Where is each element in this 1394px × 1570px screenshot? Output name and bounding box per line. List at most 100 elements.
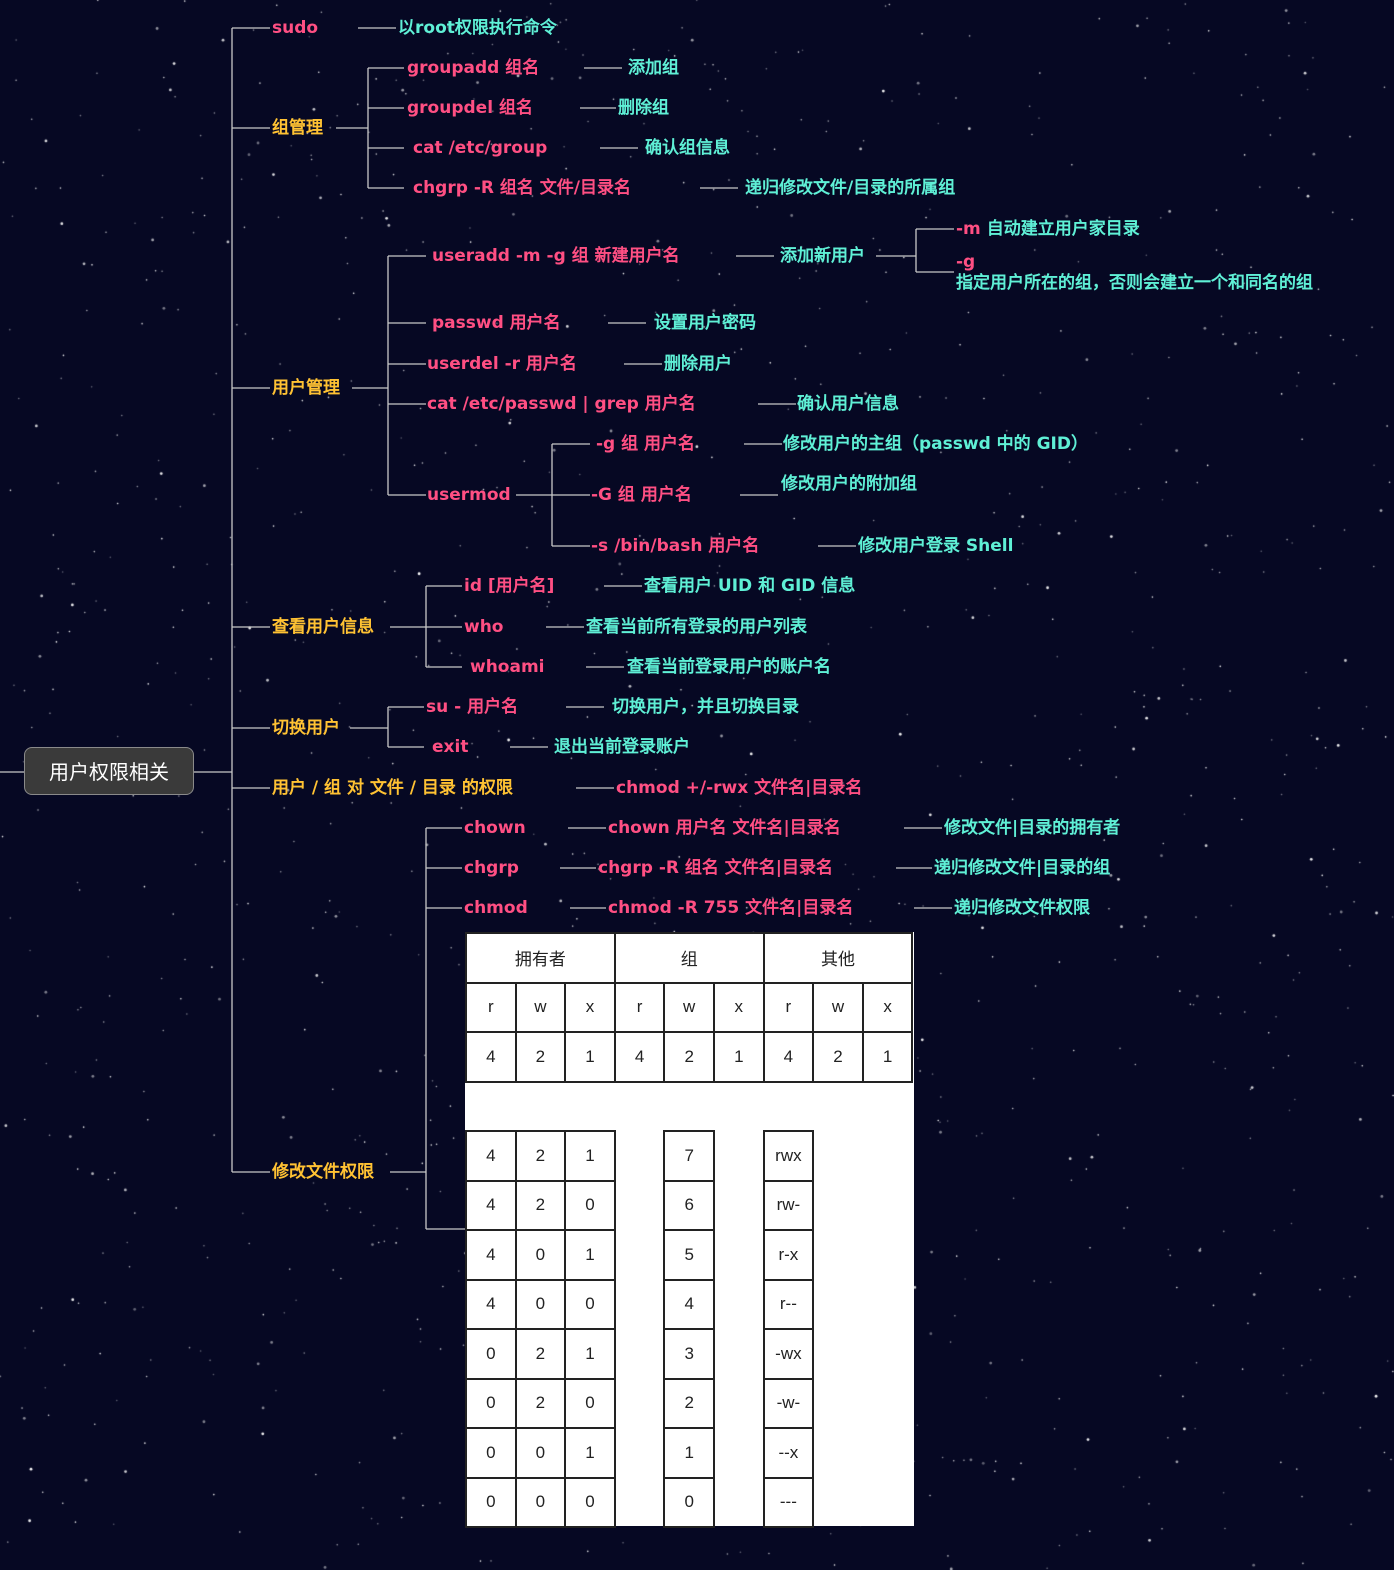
table-rwx-cell: r <box>613 981 666 1034</box>
opt-m-flag: -m <box>956 219 981 239</box>
table-weight-cell: 2 <box>663 1031 715 1083</box>
node-sudo[interactable]: sudo <box>272 18 319 38</box>
table-rwx-cell: w <box>812 981 864 1034</box>
node-chmod-rwx[interactable]: chmod +/-rwx 文件名|目录名 <box>616 778 863 798</box>
node-passwd[interactable]: passwd 用户名 <box>432 313 561 333</box>
node-groupdel[interactable]: groupdel 组名 <box>407 98 533 118</box>
node-usermod-s-desc: 修改用户登录 Shell <box>858 536 1014 556</box>
node-usermod-g[interactable]: -g 组 用户名 <box>596 434 696 454</box>
table-digit-cell: 4 <box>663 1278 715 1330</box>
table-bit-cell: 0 <box>514 1229 567 1281</box>
node-modify-permissions[interactable]: 修改文件权限 <box>272 1162 374 1182</box>
node-switch-user[interactable]: 切换用户 <box>272 718 340 738</box>
table-bit-cell: 2 <box>514 1377 567 1429</box>
table-bit-cell: 0 <box>514 1427 567 1479</box>
node-groupdel-desc: 删除组 <box>618 98 669 118</box>
node-chgrp[interactable]: chgrp <box>464 858 519 878</box>
node-exit[interactable]: exit <box>432 737 469 757</box>
table-weight-cell: 4 <box>762 1031 815 1083</box>
node-chown-desc: 修改文件|目录的拥有者 <box>944 818 1121 838</box>
table-bit-cell: 2 <box>514 1328 567 1380</box>
table-bit-cell: 4 <box>465 1278 517 1330</box>
node-opt-g-desc: 指定用户所在的组，否则会建立一个和同名的组 <box>956 273 1313 293</box>
table-bit-cell: 2 <box>514 1179 567 1231</box>
node-chgrp-recursive-desc: 递归修改文件/目录的所属组 <box>745 178 956 198</box>
table-mode-cell: -w- <box>762 1377 815 1429</box>
root-node[interactable]: 用户权限相关 <box>24 747 194 795</box>
table-bit-cell: 0 <box>465 1427 517 1479</box>
table-mode-cell: rw- <box>762 1179 815 1231</box>
node-user-management[interactable]: 用户管理 <box>272 378 340 398</box>
table-header-cell: 组 <box>613 932 765 984</box>
table-bit-cell: 0 <box>564 1476 616 1528</box>
node-cat-group[interactable]: cat /etc/group <box>413 138 548 158</box>
node-chmod-cmd[interactable]: chmod -R 755 文件名|目录名 <box>608 898 854 918</box>
node-chmod[interactable]: chmod <box>464 898 528 918</box>
table-bit-cell: 4 <box>465 1130 517 1182</box>
table-bit-cell: 1 <box>564 1427 616 1479</box>
node-view-user-info[interactable]: 查看用户信息 <box>272 617 374 637</box>
node-su-desc: 切换用户，并且切换目录 <box>612 697 799 717</box>
table-weight-cell: 4 <box>465 1031 517 1083</box>
node-group-management[interactable]: 组管理 <box>272 118 323 138</box>
node-who[interactable]: who <box>464 617 504 637</box>
node-usermod[interactable]: usermod <box>427 485 511 505</box>
node-chown-cmd[interactable]: chown 用户名 文件名|目录名 <box>608 818 841 838</box>
node-cat-passwd[interactable]: cat /etc/passwd | grep 用户名 <box>427 394 696 414</box>
table-digit-cell: 6 <box>663 1179 715 1231</box>
table-rwx-cell: w <box>663 981 715 1034</box>
table-weight-cell: 1 <box>713 1031 765 1083</box>
table-bit-cell: 4 <box>465 1229 517 1281</box>
node-userdel[interactable]: userdel -r 用户名 <box>427 354 577 374</box>
node-su[interactable]: su - 用户名 <box>426 697 519 717</box>
node-whoami[interactable]: whoami <box>470 657 545 677</box>
node-usermod-G-desc: 修改用户的附加组 <box>781 474 917 494</box>
node-usermod-s[interactable]: -s /bin/bash 用户名 <box>591 536 760 556</box>
table-rwx-cell: w <box>514 981 567 1034</box>
table-rwx-cell: r <box>465 981 517 1034</box>
node-chown[interactable]: chown <box>464 818 526 838</box>
table-header-cell: 拥有者 <box>465 932 616 984</box>
table-bit-cell: 4 <box>465 1179 517 1231</box>
node-usermod-g-desc: 修改用户的主组（passwd 中的 GID） <box>783 434 1088 454</box>
node-groupadd[interactable]: groupadd 组名 <box>407 58 540 78</box>
node-cat-passwd-desc: 确认用户信息 <box>797 394 899 414</box>
table-rwx-cell: x <box>861 981 914 1034</box>
table-bit-cell: 0 <box>564 1179 616 1231</box>
table-digit-cell: 1 <box>663 1427 715 1479</box>
table-digit-cell: 2 <box>663 1377 715 1429</box>
node-opt-g: -g <box>956 252 976 272</box>
node-chgrp-recursive[interactable]: chgrp -R 组名 文件/目录名 <box>413 178 632 198</box>
node-permissions[interactable]: 用户 / 组 对 文件 / 目录 的权限 <box>272 778 513 798</box>
table-bit-cell: 0 <box>465 1476 517 1528</box>
table-mode-cell: r-x <box>762 1229 815 1281</box>
node-chgrp-cmd[interactable]: chgrp -R 组名 文件名|目录名 <box>598 858 834 878</box>
table-bit-cell: 0 <box>564 1278 616 1330</box>
table-weight-cell: 2 <box>514 1031 567 1083</box>
table-digit-cell: 7 <box>663 1130 715 1182</box>
table-bit-cell: 1 <box>564 1130 616 1182</box>
table-digit-cell: 3 <box>663 1328 715 1380</box>
table-rwx-cell: x <box>713 981 765 1034</box>
table-digit-cell: 5 <box>663 1229 715 1281</box>
table-mode-cell: rwx <box>762 1130 815 1182</box>
node-useradd-desc: 添加新用户 <box>780 246 865 266</box>
table-weight-cell: 2 <box>812 1031 864 1083</box>
node-usermod-G[interactable]: -G 组 用户名 <box>591 485 692 505</box>
table-bit-cell: 0 <box>465 1328 517 1380</box>
opt-m-desc: 自动建立用户家目录 <box>986 219 1140 239</box>
table-bit-cell: 0 <box>465 1377 517 1429</box>
table-mode-cell: r-- <box>762 1278 815 1330</box>
table-bit-cell: 1 <box>564 1328 616 1380</box>
node-whoami-desc: 查看当前登录用户的账户名 <box>627 657 831 677</box>
table-rwx-cell: x <box>564 981 616 1034</box>
node-chmod-desc: 递归修改文件权限 <box>954 898 1090 918</box>
table-weight-cell: 1 <box>564 1031 616 1083</box>
node-id[interactable]: id [用户名] <box>464 576 555 596</box>
node-passwd-desc: 设置用户密码 <box>654 313 756 333</box>
node-useradd[interactable]: useradd -m -g 组 新建用户名 <box>432 246 680 266</box>
node-userdel-desc: 删除用户 <box>664 354 732 374</box>
table-digit-cell: 0 <box>663 1476 715 1528</box>
